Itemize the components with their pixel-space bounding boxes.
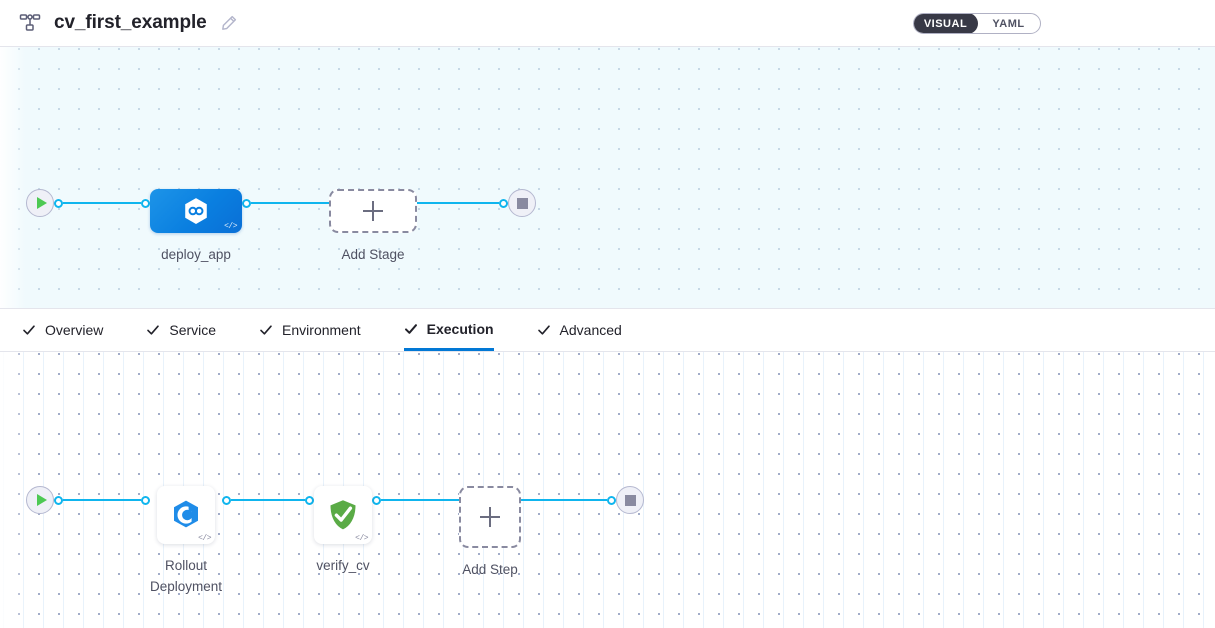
connector-add-to-end (417, 189, 508, 217)
tab-label: Environment (282, 322, 361, 338)
check-icon (404, 323, 417, 334)
stage-pipeline-canvas[interactable]: </> deploy_app Add Stage (0, 47, 1215, 309)
port-dot[interactable] (499, 198, 508, 208)
wire (251, 202, 329, 204)
canvas-left-fade (0, 47, 26, 308)
kubernetes-rollout-icon (174, 500, 199, 528)
port-dot[interactable] (54, 495, 63, 505)
port-dot[interactable] (141, 495, 150, 505)
start-circle[interactable] (26, 189, 54, 217)
step-card[interactable]: </> (157, 486, 216, 544)
tab-label: Overview (45, 322, 104, 338)
canvas-left-fade (0, 352, 26, 628)
connector-start-to-deploy (54, 189, 150, 217)
pipeline-graph-icon (19, 14, 41, 31)
wire (381, 499, 460, 501)
pencil-edit-icon[interactable] (221, 15, 237, 31)
port-dot[interactable] (607, 495, 617, 505)
step-node-label: Rollout Deployment (150, 558, 223, 594)
check-icon (537, 325, 550, 335)
stage-config-tabs: Overview Service Environment Execution A (0, 309, 1215, 352)
code-badge: </> (198, 534, 212, 543)
stage-node-label: deploy_app (161, 247, 231, 262)
step-node-label: verify_cv (316, 558, 370, 573)
wire (63, 202, 141, 204)
step-card[interactable]: </> (314, 486, 373, 544)
stage-card[interactable]: </> (150, 189, 242, 233)
check-icon (23, 325, 35, 335)
stage-row: </> deploy_app Add Stage (26, 189, 536, 265)
end-circle[interactable] (616, 486, 645, 514)
add-step-node[interactable]: Add Step (459, 486, 522, 580)
mode-option-yaml[interactable]: YAML (992, 17, 1025, 30)
pipeline-end[interactable] (508, 189, 536, 217)
tab-service[interactable]: Service (146, 309, 216, 351)
tab-environment[interactable]: Environment (259, 309, 361, 351)
step-node-verify-cv[interactable]: </> verify_cv (314, 486, 373, 576)
connector-add-to-end (521, 486, 617, 514)
add-stage-node[interactable]: Add Stage (329, 189, 417, 265)
wire (417, 202, 499, 204)
check-icon (147, 325, 160, 335)
header-left: cv_first_example (0, 12, 237, 34)
green-shield-check-icon (330, 500, 356, 530)
plus-icon (363, 201, 383, 221)
step-node-rollout-deployment[interactable]: </> Rollout Deployment (150, 486, 222, 597)
wire (521, 499, 608, 501)
add-stage-label: Add Stage (341, 247, 405, 262)
add-stage-card[interactable] (329, 189, 417, 233)
execution-steps-canvas[interactable]: </> Rollout Deployment </> verify_cv (0, 352, 1215, 628)
code-badge: </> (224, 222, 237, 231)
pipeline-start[interactable] (26, 189, 54, 217)
page-title: cv_first_example (54, 12, 207, 33)
port-dot[interactable] (54, 198, 63, 208)
tab-execution[interactable]: Execution (403, 309, 494, 351)
wire (231, 499, 306, 501)
check-icon (260, 325, 272, 335)
steps-end[interactable] (616, 486, 645, 514)
tab-advanced[interactable]: Advanced (537, 309, 622, 351)
connector-deploy-to-add (242, 189, 329, 217)
app-header: cv_first_example VISUAL YAML (0, 0, 1215, 47)
stage-node-deploy-app[interactable]: </> deploy_app (150, 189, 242, 265)
connector-rollout-to-verify (222, 486, 315, 514)
port-dot[interactable] (305, 495, 315, 505)
stop-icon (624, 494, 636, 506)
code-badge: </> (355, 534, 369, 543)
start-circle[interactable] (26, 486, 54, 514)
end-circle[interactable] (508, 189, 536, 217)
connector-verify-to-add (372, 486, 460, 514)
play-icon (36, 197, 47, 209)
stop-icon (516, 197, 528, 209)
mode-option-visual[interactable]: VISUAL (914, 14, 978, 33)
port-dot[interactable] (141, 198, 150, 208)
steps-row: </> Rollout Deployment </> verify_cv (26, 486, 645, 597)
tab-label: Service (169, 322, 217, 338)
wire (63, 499, 141, 501)
port-dot[interactable] (372, 495, 382, 505)
tab-overview[interactable]: Overview (22, 309, 103, 351)
connector-start-to-rollout (54, 486, 150, 514)
tab-label: Execution (426, 320, 494, 337)
plus-icon (480, 507, 501, 527)
add-step-card[interactable] (459, 486, 522, 548)
tab-label: Advanced (559, 322, 622, 338)
port-dot[interactable] (242, 198, 251, 208)
add-step-label: Add Step (462, 562, 518, 577)
port-dot[interactable] (222, 495, 232, 505)
view-mode-toggle[interactable]: VISUAL YAML (913, 13, 1041, 34)
harness-deployment-icon (185, 198, 207, 224)
play-icon (36, 494, 47, 506)
steps-start[interactable] (26, 486, 54, 514)
